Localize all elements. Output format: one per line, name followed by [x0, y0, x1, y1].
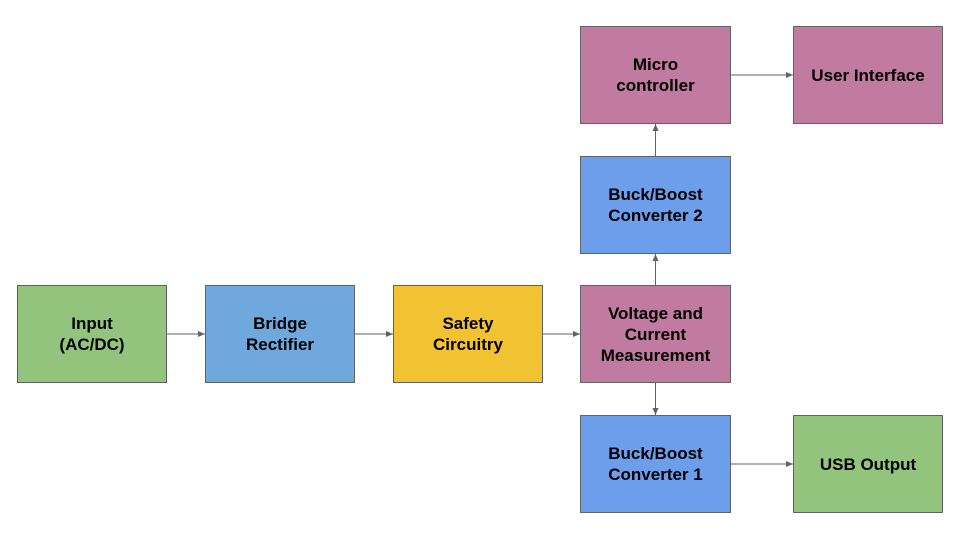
safety-circuitry-block: Safety Circuitry — [393, 285, 543, 383]
input-block: Input (AC/DC) — [17, 285, 167, 383]
buck-boost-converter-2-block: Buck/Boost Converter 2 — [580, 156, 731, 254]
input-label: Input (AC/DC) — [59, 314, 125, 354]
buck-boost-converter-1-label: Buck/Boost Converter 1 — [608, 444, 703, 484]
usb-output-label: USB Output — [819, 454, 917, 474]
bridge-rectifier-block: Bridge Rectifier — [205, 285, 355, 383]
buck-boost-converter-2-label: Buck/Boost Converter 2 — [608, 185, 703, 225]
voltage-current-measurement-label: Voltage and Current Measurement — [600, 303, 711, 365]
user-interface-label: User Interface — [811, 65, 925, 85]
microcontroller-block: Micro controller — [580, 26, 731, 124]
user-interface-block: User Interface — [793, 26, 943, 124]
usb-output-block: USB Output — [793, 415, 943, 513]
voltage-current-measurement-block: Voltage and Current Measurement — [580, 285, 731, 383]
bridge-rectifier-label: Bridge Rectifier — [245, 314, 315, 354]
safety-circuitry-label: Safety Circuitry — [433, 314, 503, 354]
buck-boost-converter-1-block: Buck/Boost Converter 1 — [580, 415, 731, 513]
microcontroller-label: Micro controller — [616, 55, 695, 95]
